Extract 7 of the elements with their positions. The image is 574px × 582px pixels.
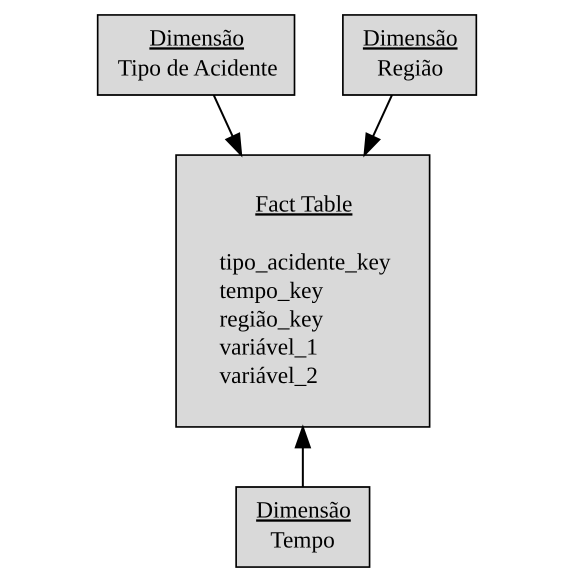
node-box: Dimensão Tempo xyxy=(235,486,370,568)
arrow xyxy=(294,424,312,487)
node-box: Fact Table tipo_acidente_key tempo_key região_key variável_1 variável_2 xyxy=(175,154,430,428)
arrow xyxy=(363,94,393,158)
node-box: Dimensão Região xyxy=(342,14,478,96)
node-box: Dimensão Tipo de Acidente xyxy=(96,14,296,96)
arrow xyxy=(212,94,242,158)
